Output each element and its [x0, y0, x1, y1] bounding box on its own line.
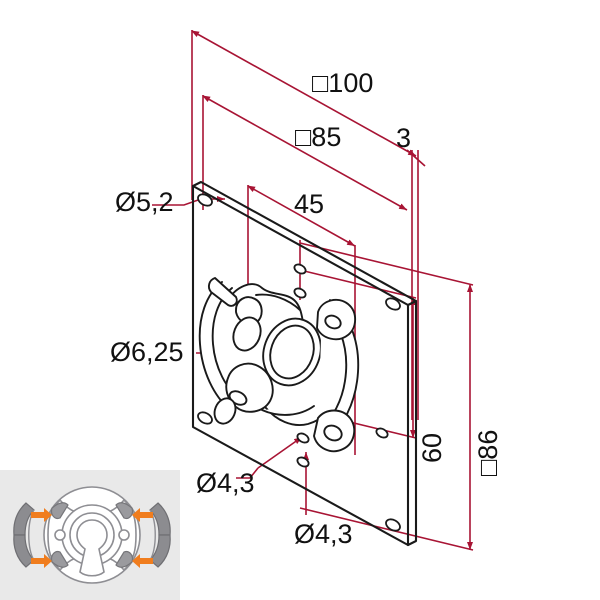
inset-jaw-right-lower: [149, 534, 171, 568]
inset-pad-tr: [115, 502, 134, 520]
mechanism-link-upper: [255, 293, 301, 311]
plate-top-edge: [191, 180, 418, 303]
hole-bottom-left-5-2: [197, 411, 213, 425]
dim-label-4-3-b: Ø4,3: [294, 519, 353, 549]
dim-line-85: [202, 95, 408, 211]
inset-arrow-bottom-right: [132, 554, 153, 568]
inset-keyhole: [76, 519, 108, 577]
leader-d52: [152, 198, 202, 206]
dim-line-45: [247, 185, 356, 247]
hole-right-mid-4-3: [375, 427, 389, 439]
mechanism-link-lower: [261, 405, 315, 416]
hole-lower-a-4-3: [296, 432, 310, 444]
ext-leader-60-top: [299, 269, 417, 299]
inset-pad-br: [115, 550, 134, 568]
dim-label-3: 3: [396, 123, 411, 153]
central-mechanism: [198, 277, 360, 453]
dimension-lines: [152, 30, 474, 551]
leader-arrow-d43-a: [257, 436, 303, 469]
mechanism-arm-left-tip: [207, 277, 238, 307]
inset-detail-panel: [0, 470, 180, 600]
dim-tick-3: [406, 149, 426, 167]
hole-top-left-5-2: [197, 193, 213, 207]
ext-leader-86-bot: [299, 507, 474, 551]
hole-top-right-5-2: [385, 297, 401, 311]
dim-label-100: □100: [312, 68, 373, 98]
mechanism-left-pin: [232, 316, 262, 352]
plate-holes: [197, 193, 401, 532]
dim-label-6-25: Ø6,25: [110, 337, 184, 367]
dim-label-85: □85: [295, 122, 341, 152]
dim-label-4-3-a: Ø4,3: [196, 468, 255, 498]
inset-jaw-left-lower: [13, 534, 35, 568]
dim-label-5-2: Ø5,2: [115, 187, 174, 217]
mechanism-lever-pivot: [213, 397, 237, 425]
dim-label-60: 60: [417, 433, 447, 463]
dim-label-45: 45: [294, 189, 324, 219]
leader-d43-a: [236, 467, 259, 479]
hole-bottom-right-5-2: [385, 518, 401, 532]
inset-pad-bl: [50, 550, 69, 568]
inset-arrow-top-left: [31, 508, 52, 522]
inset-adjustment-arrows: [31, 508, 153, 568]
inset-hole-right: [118, 529, 130, 541]
inset-pad-tl: [50, 502, 69, 520]
hole-mid-upper-4-3: [293, 263, 307, 275]
mounting-plate: [191, 180, 418, 547]
hole-lower-b-4-3: [296, 456, 310, 468]
inset-hole-left: [54, 529, 66, 541]
mechanism-right-lower-hole: [323, 424, 343, 442]
dim-label-86: □86: [473, 430, 503, 476]
inset-arrow-bottom-left: [31, 554, 52, 568]
plate-thickness-edge: [406, 299, 418, 547]
ext-leader-86-top: [299, 242, 474, 286]
mechanism-right-boss-hole: [324, 314, 342, 330]
mechanism-center-bore-inner: [269, 324, 315, 380]
dimension-labels: □100 □85 3 45 Ø5,2 Ø6,25 Ø4,3 Ø4,3 60 □8…: [110, 68, 503, 549]
inset-arrow-top-right: [132, 508, 153, 522]
hole-mid-lower-4-3: [293, 287, 307, 299]
